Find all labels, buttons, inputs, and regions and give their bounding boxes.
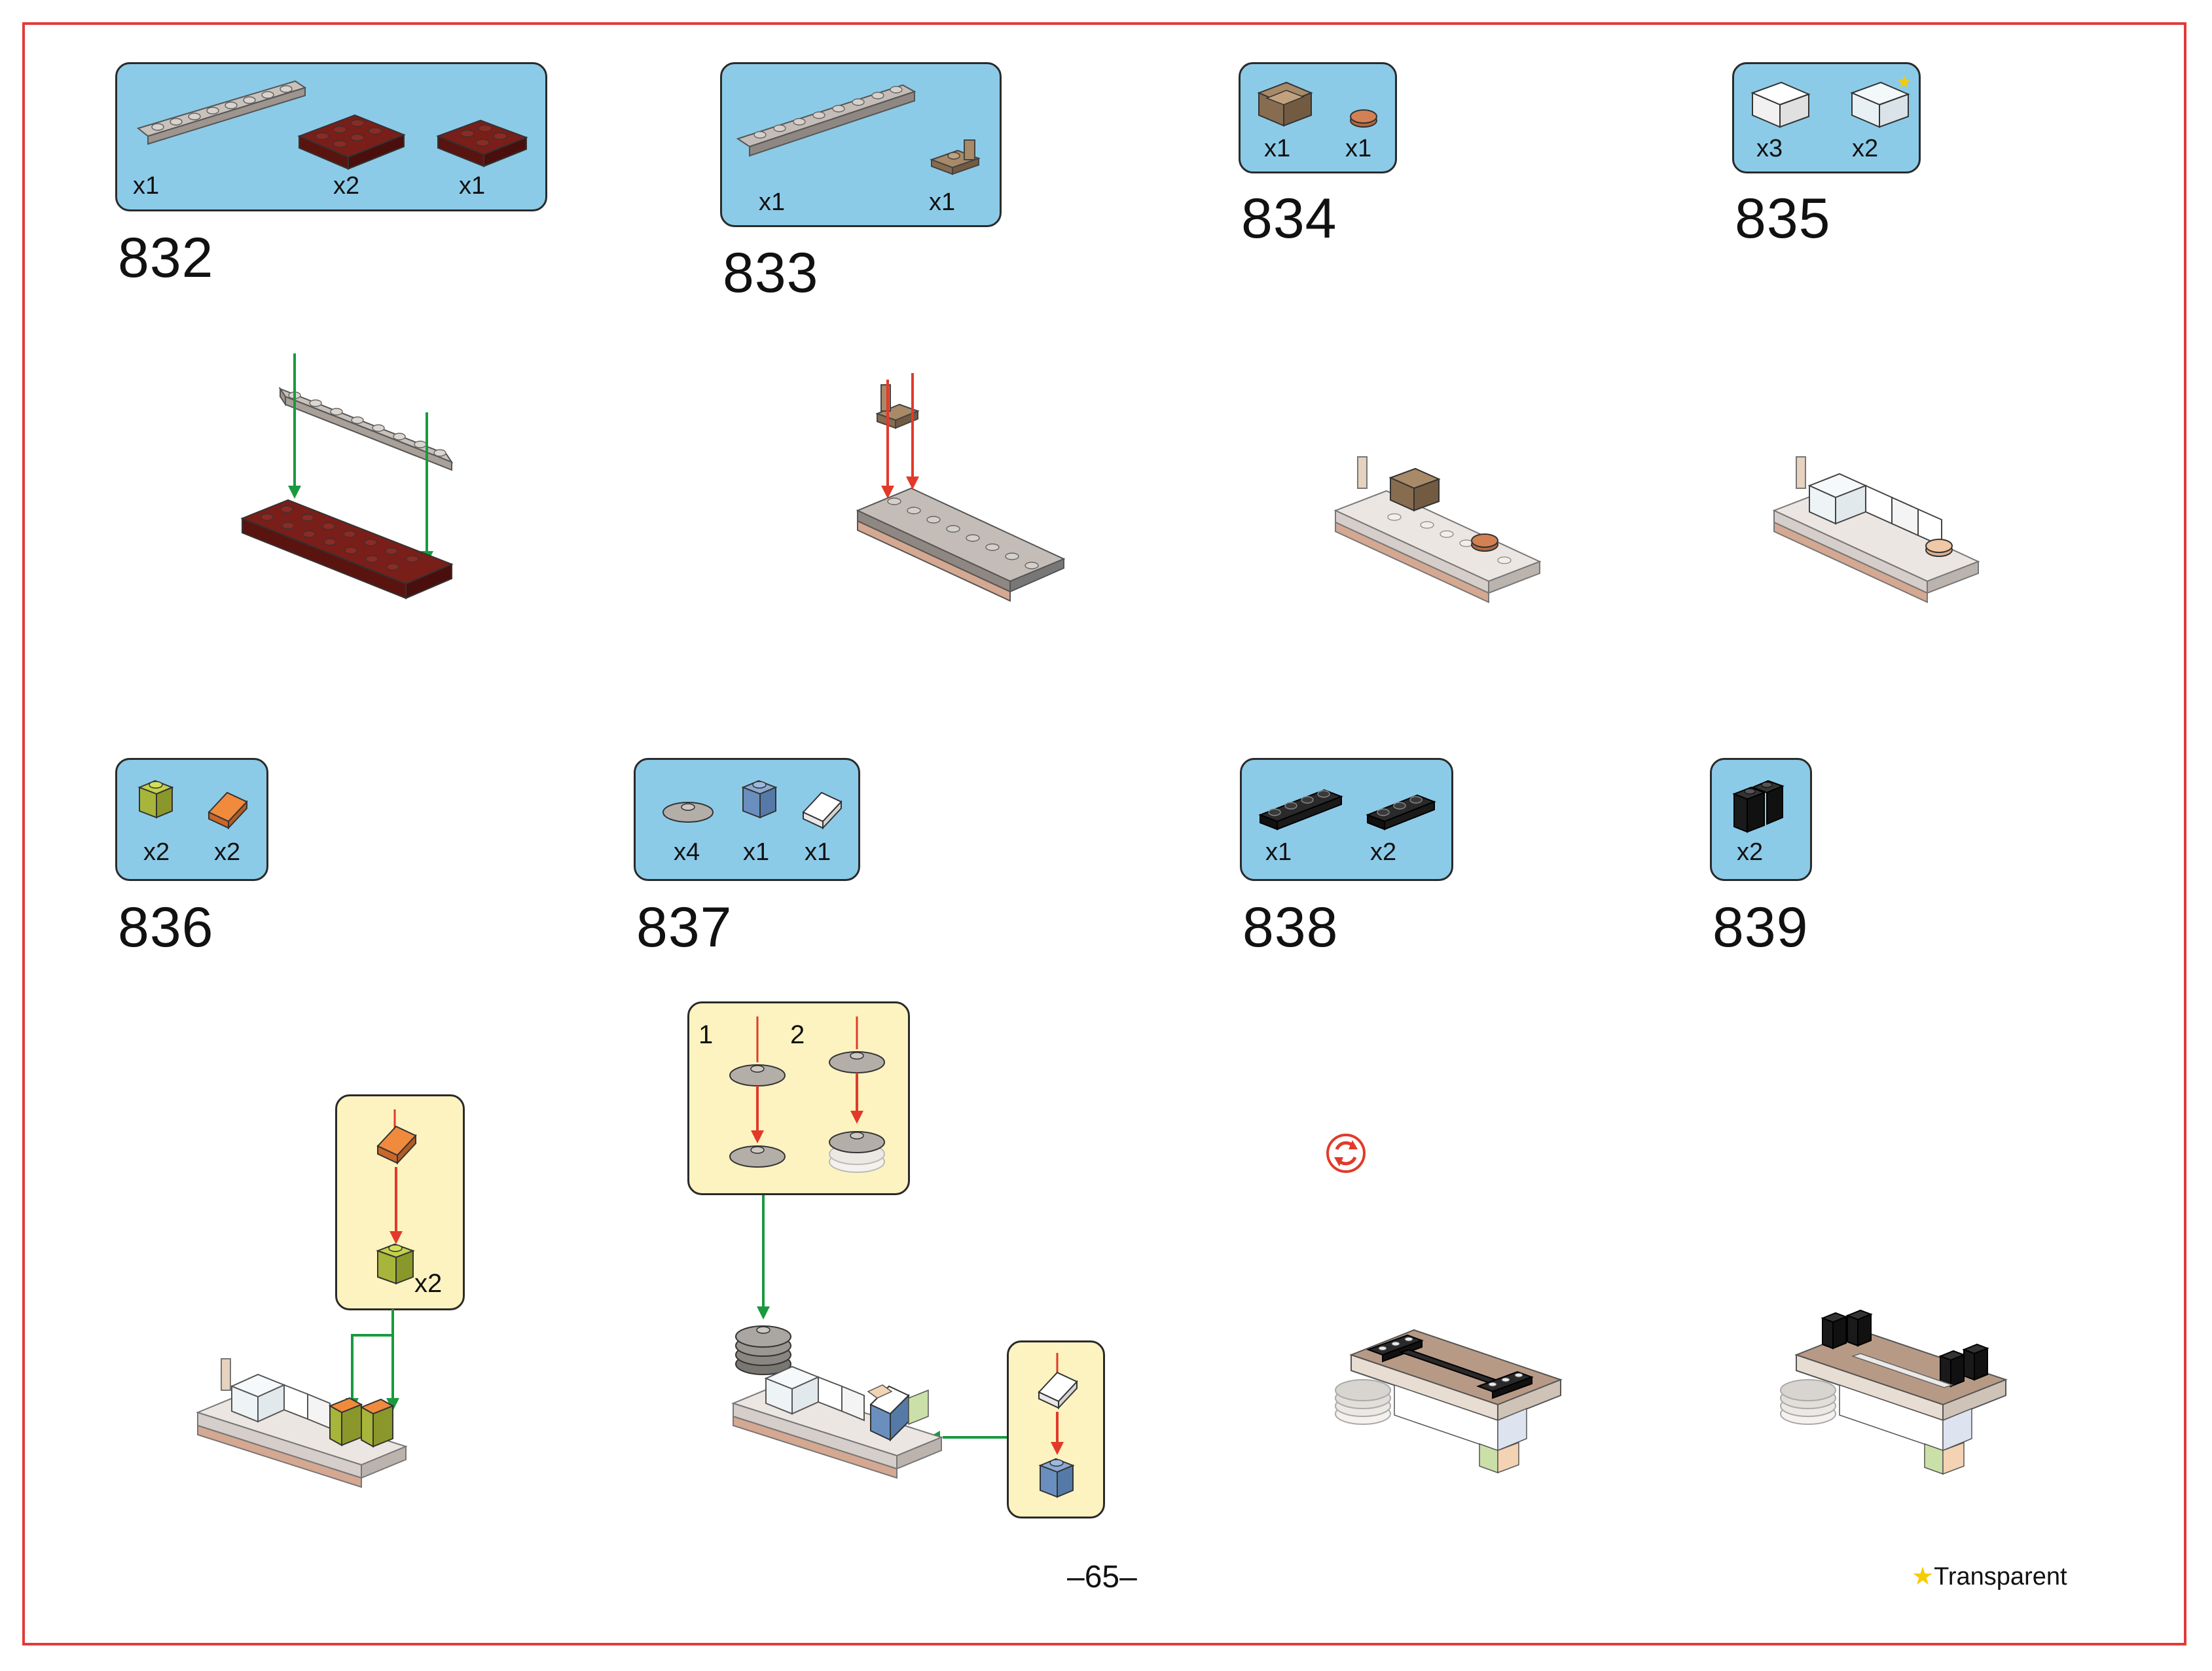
qty-label: x1 (133, 172, 160, 200)
qty-label: x1 (759, 189, 786, 216)
black-plate-1x4-icon (1258, 789, 1343, 831)
qty-label: x1 (743, 838, 770, 866)
page-number: –65– (1067, 1560, 1137, 1594)
callout-837-brick-diagram (1038, 1353, 1078, 1498)
tan-chair-icon (1257, 81, 1313, 127)
step-837-assembly (731, 1195, 1007, 1479)
qty-label: x2 (214, 838, 241, 866)
callout-836: x2 (335, 1094, 465, 1310)
step-number-832: 832 (118, 226, 214, 289)
substep-2-label: 2 (790, 1020, 805, 1049)
step-number-839: 839 (1713, 896, 1809, 959)
parts-box-838: x1 x2 (1240, 758, 1453, 881)
step-number-836: 836 (118, 896, 214, 959)
step-number-838: 838 (1242, 896, 1339, 959)
parts-box-839: x2 (1710, 758, 1812, 881)
qty-label: x1 (1345, 135, 1372, 162)
step-839-assembly (1780, 1309, 2008, 1475)
qty-label: x1 (1265, 838, 1292, 866)
dark-red-plate-2x3-icon (297, 114, 406, 170)
qty-label: x4 (674, 838, 700, 866)
parts-box-836: x2 x2 (115, 758, 268, 881)
rotate-icon (1326, 1134, 1366, 1173)
gray-dish-icon (662, 802, 714, 823)
qty-label: x2 (143, 838, 170, 866)
step-832-assembly (240, 353, 454, 600)
parts-box-832: x1 x2 x1 (115, 62, 547, 211)
qty-label: x2 (1737, 838, 1764, 866)
qty-label: x1 (1264, 135, 1291, 162)
substep-1-label: 1 (698, 1020, 714, 1049)
qty-label: x1 (805, 838, 831, 866)
dark-red-plate-2x2-icon (436, 119, 528, 168)
qty-label: x2 (333, 172, 360, 200)
black-bracket-icon (1732, 780, 1785, 833)
blue-brick-1x1-icon (741, 780, 778, 819)
parts-box-834: x1 x1 (1239, 62, 1397, 173)
substep-2-diagram (829, 1016, 885, 1173)
white-panel-icon (1750, 81, 1811, 128)
step-number-837: 837 (636, 896, 733, 959)
callout-836-diagram (376, 1109, 417, 1285)
parts-box-833: x1 x1 (720, 62, 1002, 227)
page-border (22, 22, 2186, 1645)
step-835-assembly (1772, 456, 1980, 603)
step-838-assembly (1335, 1329, 1563, 1474)
qty-label: x1 (929, 189, 956, 216)
parts-box-835: x3 ★ x2 (1732, 62, 1921, 173)
substep-1-diagram (729, 1016, 786, 1168)
qty-label: x2 (1370, 838, 1397, 866)
gray-tile-1x8-rail-icon (736, 84, 916, 157)
orange-slope-icon (208, 791, 248, 830)
parts-box-837: x4 x1 x1 (634, 758, 860, 881)
step-number-835: 835 (1735, 187, 1831, 250)
star-icon: ★ (1912, 1563, 1934, 1590)
qty-label: x2 (1852, 135, 1879, 162)
transparent-panel-icon: ★ (1850, 73, 1912, 128)
brown-round-tile-icon (1350, 109, 1377, 128)
step-number-834: 834 (1241, 187, 1337, 250)
lime-brick-1x1-icon (137, 780, 174, 819)
step-834-assembly (1333, 456, 1542, 603)
step-number-833: 833 (723, 242, 819, 304)
black-plate-1x3-icon (1366, 794, 1436, 831)
white-slope-icon (802, 791, 843, 830)
step-833-assembly (856, 373, 1066, 602)
tan-bracket-icon (930, 139, 981, 175)
gray-plate-1x8-icon (136, 80, 307, 145)
step-836-assembly (196, 1309, 408, 1488)
multiplier-label: x2 (414, 1269, 443, 1298)
svg-text:★: ★ (1896, 73, 1912, 92)
callout-837-brick (1007, 1340, 1105, 1518)
qty-label: x3 (1756, 135, 1783, 162)
callout-837-substeps: 1 2 (687, 1001, 910, 1195)
legend-label: Transparent (1934, 1563, 2067, 1590)
qty-label: x1 (459, 172, 486, 200)
legend-transparent: ★Transparent (1912, 1562, 2067, 1591)
